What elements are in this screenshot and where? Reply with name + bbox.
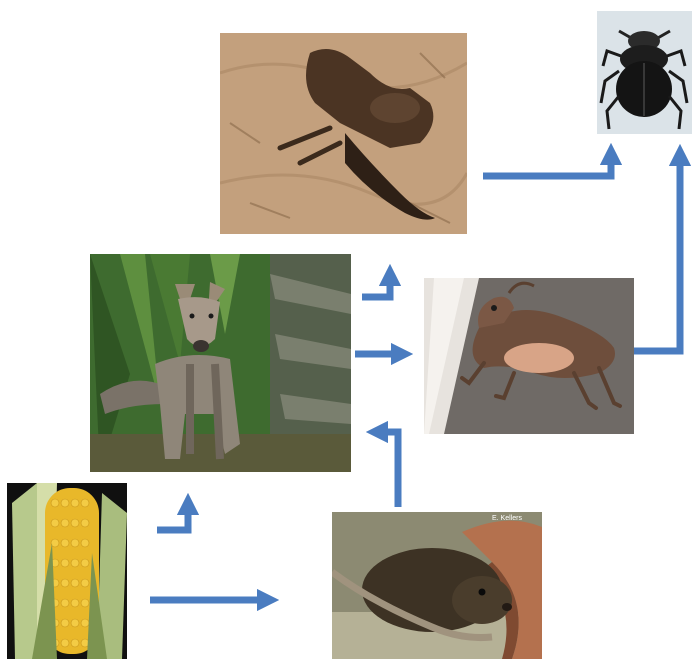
corn-photo xyxy=(7,483,127,659)
arrow-roadkill-to-beetle xyxy=(634,155,680,351)
fox-photo xyxy=(90,254,351,472)
photo-credit: E. Kellers xyxy=(492,515,522,522)
rodent-photo: E. Kellers xyxy=(332,512,542,659)
arrow-carcass-to-beetle xyxy=(483,154,611,176)
carcass-photo xyxy=(220,33,467,234)
arrow-corn-to-fox xyxy=(157,504,188,530)
beetle-photo xyxy=(597,11,692,134)
arrow-fox-to-carcass xyxy=(362,275,390,297)
arrow-rodent-to-fox xyxy=(377,432,398,507)
roadkill-photo xyxy=(424,278,634,434)
